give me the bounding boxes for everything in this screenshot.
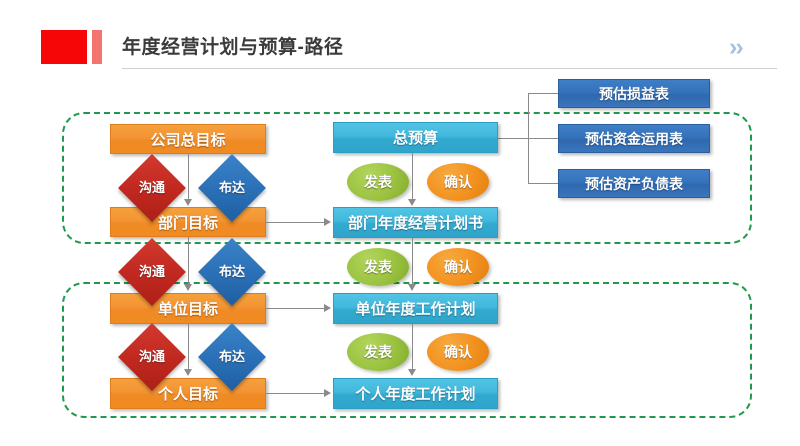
- arrow-plan-1: [408, 199, 416, 206]
- ellipse-confirm-3[interactable]: 确认: [427, 333, 489, 371]
- chevron-right-icon: ››: [729, 33, 744, 61]
- node-label: 预估资金运用表: [585, 130, 683, 147]
- ellipse-label: 确认: [444, 174, 472, 190]
- connector-goal-1: [188, 154, 189, 200]
- node-estimated-balance-sheet[interactable]: 预估资产负债表: [558, 169, 710, 198]
- ellipse-label: 发表: [364, 344, 392, 360]
- connector-budget-stem: [498, 138, 529, 139]
- node-label: 预估损益表: [599, 85, 669, 102]
- diamond-label-announce: 布达: [218, 349, 245, 364]
- node-company-goal[interactable]: 公司总目标: [110, 124, 266, 154]
- connector-unit-goal-to-plan: [266, 308, 324, 309]
- arrow-goal-2: [184, 284, 192, 291]
- connector-report-1: [528, 93, 558, 94]
- ellipse-publish-1[interactable]: 发表: [347, 163, 409, 201]
- ellipse-confirm-2[interactable]: 确认: [427, 248, 489, 286]
- ellipse-confirm-1[interactable]: 确认: [427, 163, 489, 201]
- header-accent-bar: [92, 30, 102, 64]
- connector-plan-1: [412, 153, 413, 200]
- ellipse-publish-3[interactable]: 发表: [347, 333, 409, 371]
- node-label: 单位年度工作计划: [355, 301, 476, 318]
- header-divider: [122, 68, 777, 69]
- node-department-goal[interactable]: 部门目标: [110, 207, 266, 237]
- group-frame-department: [62, 112, 752, 244]
- node-unit-goal[interactable]: 单位目标: [110, 293, 266, 324]
- header-accent-block: [41, 30, 87, 64]
- node-label: 部门年度经营计划书: [347, 215, 483, 232]
- arrow-goal-3: [184, 369, 192, 376]
- node-estimated-income-statement[interactable]: 预估损益表: [558, 79, 710, 108]
- connector-personal-goal-to-plan: [266, 393, 324, 394]
- diamond-label-communicate: 沟通: [138, 349, 165, 364]
- node-label: 公司总目标: [150, 131, 226, 149]
- node-label: 个人年度工作计划: [355, 386, 476, 403]
- arrow-goal-1: [184, 199, 192, 206]
- node-label: 个人目标: [157, 386, 218, 403]
- node-label: 预估资产负债表: [585, 175, 683, 192]
- node-unit-plan[interactable]: 单位年度工作计划: [333, 293, 498, 324]
- ellipse-label: 确认: [444, 259, 472, 275]
- node-total-budget[interactable]: 总预算: [333, 122, 498, 153]
- connector-plan-3: [412, 324, 413, 370]
- node-personal-goal[interactable]: 个人目标: [110, 378, 266, 409]
- ellipse-publish-2[interactable]: 发表: [347, 248, 409, 286]
- connector-dept-goal-to-plan: [266, 222, 324, 223]
- diamond-label-communicate: 沟通: [138, 180, 165, 195]
- arrow-plan-3: [408, 369, 416, 376]
- arrow-dept-goal-to-plan: [324, 218, 331, 226]
- connector-report-3: [528, 183, 558, 184]
- page-title: 年度经营计划与预算-路径: [122, 37, 344, 58]
- connector-goal-2: [188, 237, 189, 285]
- arrow-plan-2: [408, 284, 416, 291]
- ellipse-label: 发表: [364, 174, 392, 190]
- node-estimated-fund-usage-statement[interactable]: 预估资金运用表: [558, 124, 710, 153]
- diamond-label-announce: 布达: [218, 264, 245, 279]
- connector-report-2: [528, 138, 558, 139]
- diamond-label-communicate: 沟通: [138, 264, 165, 279]
- node-department-plan[interactable]: 部门年度经营计划书: [333, 207, 498, 238]
- arrow-personal-goal-to-plan: [324, 389, 331, 397]
- node-personal-plan[interactable]: 个人年度工作计划: [333, 378, 498, 409]
- arrow-unit-goal-to-plan: [324, 304, 331, 312]
- ellipse-label: 发表: [364, 259, 392, 275]
- node-label: 单位目标: [157, 301, 218, 318]
- node-label: 部门目标: [157, 214, 218, 232]
- diamond-label-announce: 布达: [218, 180, 245, 195]
- node-label: 总预算: [392, 130, 438, 147]
- group-frame-unit: [62, 282, 752, 418]
- connector-goal-3: [188, 324, 189, 370]
- connector-plan-2: [412, 238, 413, 285]
- ellipse-label: 确认: [444, 344, 472, 360]
